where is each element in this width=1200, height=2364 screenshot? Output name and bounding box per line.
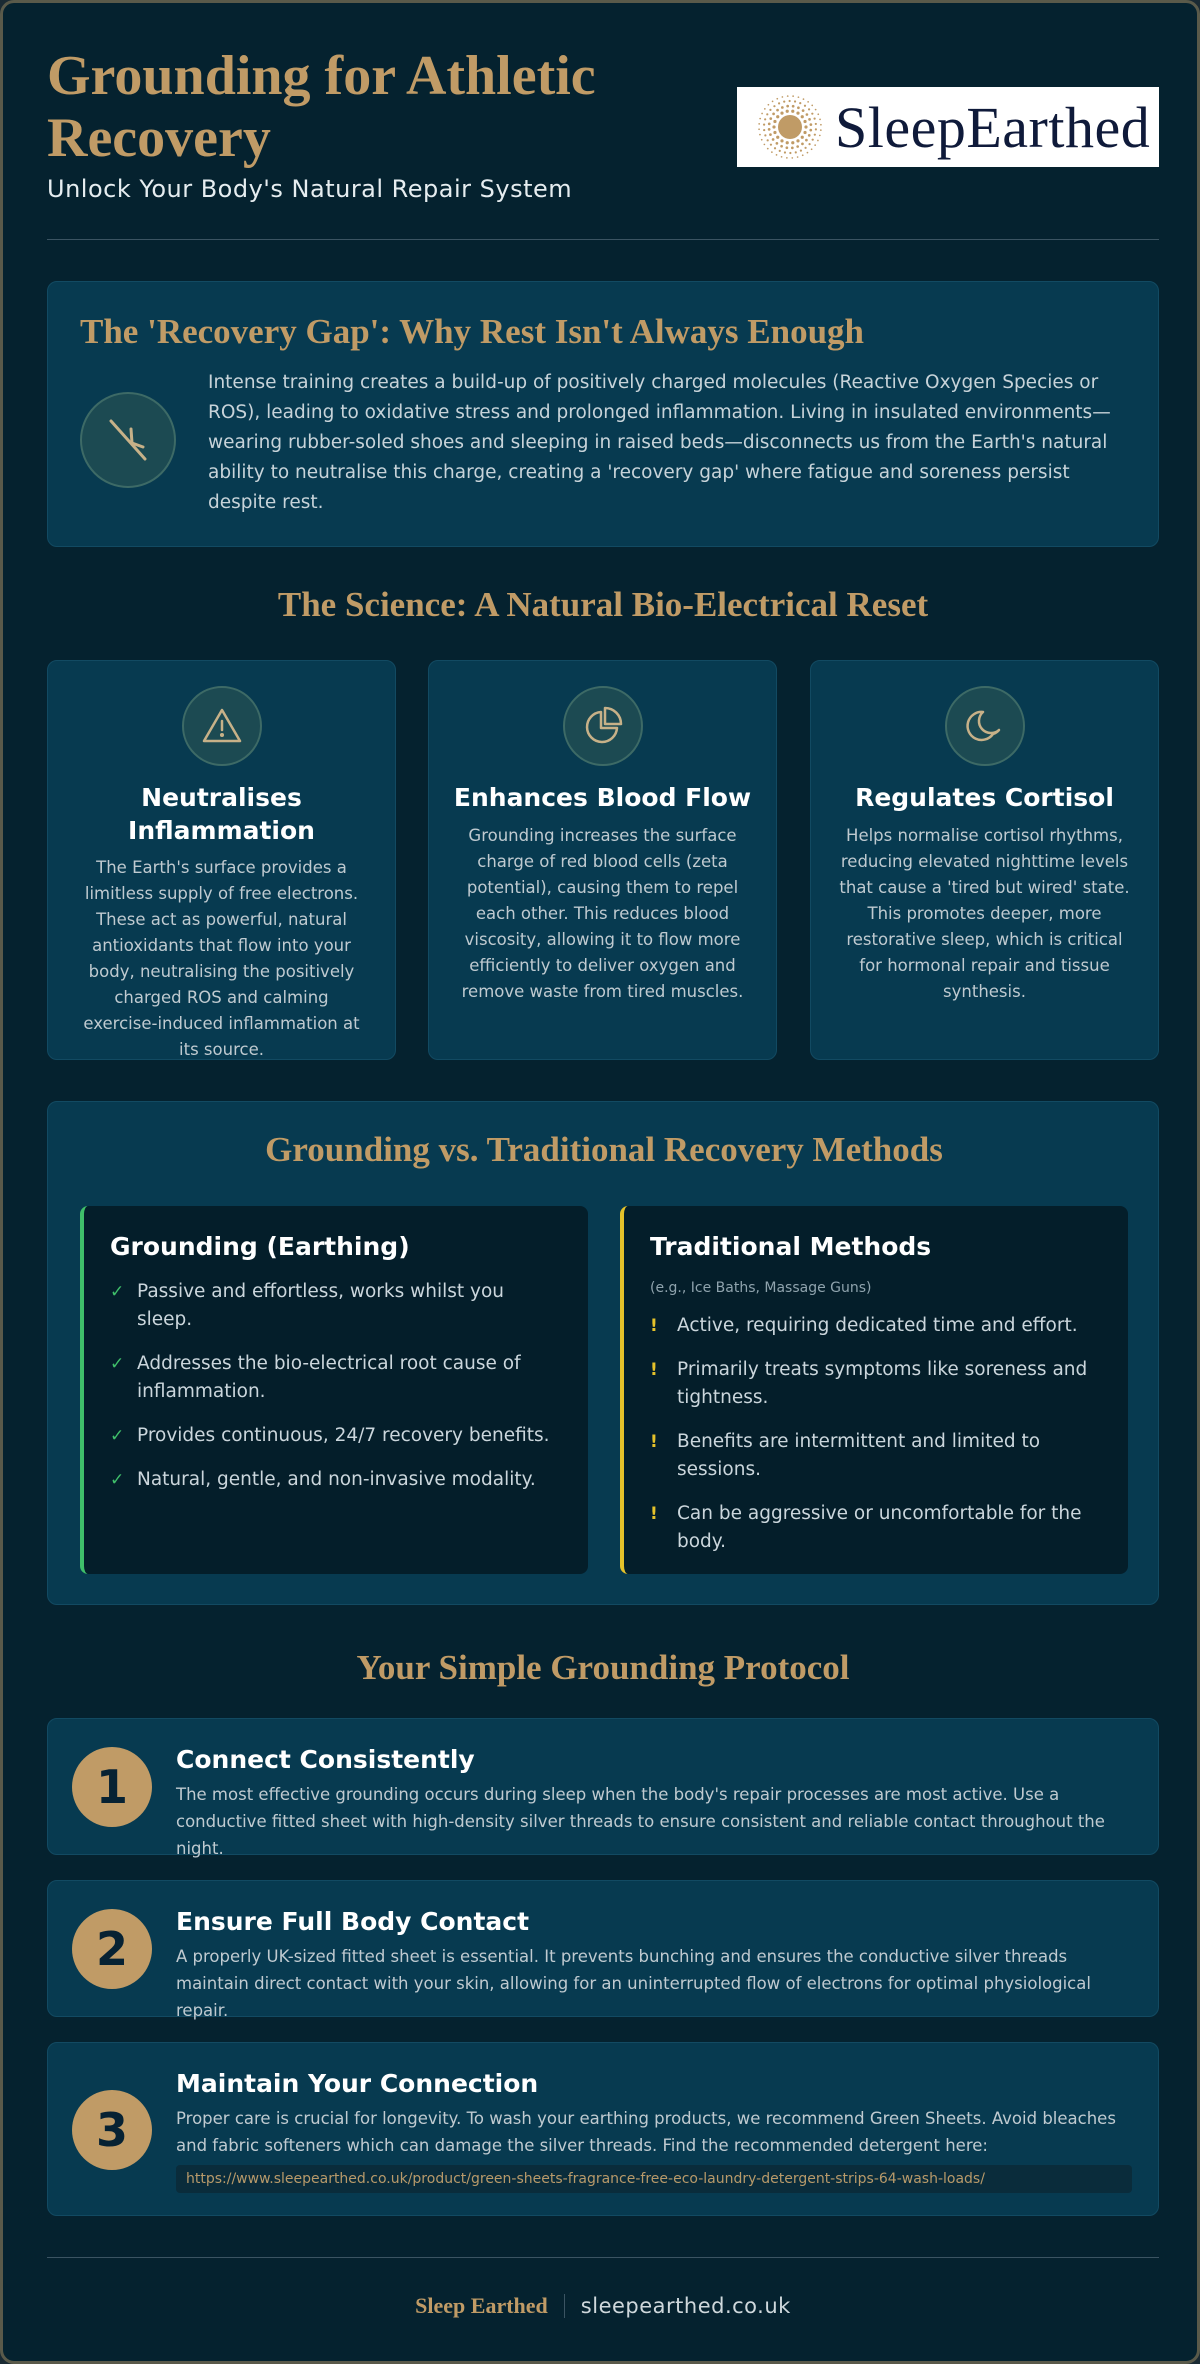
step-text: A properly UK-sized fitted sheet is esse… xyxy=(176,1947,1091,2020)
science-card-heading: Neutralises Inflammation xyxy=(128,783,315,845)
grounding-panel: Grounding (Earthing) ✓Passive and effort… xyxy=(80,1206,588,1574)
exclamation-icon: ! xyxy=(650,1316,658,1336)
science-card-text: Helps normalise cortisol rhythms, reduci… xyxy=(839,826,1130,1001)
brand-logo: SleepEarthed xyxy=(737,87,1159,167)
science-card-heading: Regulates Cortisol xyxy=(855,783,1114,812)
check-icon: ✓ xyxy=(110,1282,125,1302)
footer: Sleep Earthed sleepearthed.co.uk xyxy=(3,2291,1197,2321)
grounding-benefits-list: ✓Passive and effortless, works whilst yo… xyxy=(110,1278,562,1510)
science-title: The Science: A Natural Bio-Electrical Re… xyxy=(277,585,929,624)
traditional-panel: Traditional Methods (e.g., Ice Baths, Ma… xyxy=(620,1206,1128,1574)
protocol-step-2: 2 Ensure Full Body Contact A properly UK… xyxy=(47,1880,1159,2020)
traditional-heading: Traditional Methods xyxy=(650,1232,932,1261)
logo-wordmark: SleepEarthed xyxy=(835,94,1151,160)
warning-triangle-icon xyxy=(181,686,262,766)
recovery-gap-title: The 'Recovery Gap': Why Rest Isn't Alway… xyxy=(80,312,865,351)
list-item: ✓Provides continuous, 24/7 recovery bene… xyxy=(110,1422,562,1450)
exclamation-icon: ! xyxy=(650,1504,658,1524)
protocol-step-3: 3 Maintain Your Connection Proper care i… xyxy=(47,2042,1159,2216)
list-item: !Can be aggressive or uncomfortable for … xyxy=(650,1500,1102,1556)
lightning-strike-icon xyxy=(80,392,176,488)
science-card-heading: Enhances Blood Flow xyxy=(453,783,752,812)
science-card-inflammation: Neutralises Inflammation The Earth's sur… xyxy=(47,660,396,1060)
list-item: ✓Addresses the bio-electrical root cause… xyxy=(110,1350,562,1406)
detergent-link[interactable]: https://www.sleepearthed.co.uk/product/g… xyxy=(176,2165,1132,2193)
comparison-card: Grounding vs. Traditional Recovery Metho… xyxy=(47,1101,1159,1605)
recovery-gap-text: Intense training creates a build-up of p… xyxy=(208,372,1111,513)
protocol-step-1: 1 Connect Consistently The most effectiv… xyxy=(47,1718,1159,1858)
protocol-title: Your Simple Grounding Protocol xyxy=(356,1648,850,1687)
grounding-heading: Grounding (Earthing) xyxy=(110,1232,410,1261)
science-card-text: The Earth's surface provides a limitless… xyxy=(83,858,360,1059)
science-card-blood-flow: Enhances Blood Flow Grounding increases … xyxy=(428,660,777,1060)
step-heading: Maintain Your Connection xyxy=(176,2069,539,2098)
list-item: !Active, requiring dedicated time and ef… xyxy=(650,1312,1102,1340)
traditional-drawbacks-list: !Active, requiring dedicated time and ef… xyxy=(650,1312,1102,1572)
footer-separator xyxy=(563,2294,565,2318)
step-number-badge: 2 xyxy=(72,1909,152,1989)
list-item: ✓Natural, gentle, and non-invasive modal… xyxy=(110,1466,562,1494)
list-item: ✓Passive and effortless, works whilst yo… xyxy=(110,1278,562,1334)
footer-brand: Sleep Earthed xyxy=(415,2293,548,2318)
footer-website-link[interactable]: sleepearthed.co.uk xyxy=(580,2294,791,2318)
recovery-gap-card: The 'Recovery Gap': Why Rest Isn't Alway… xyxy=(47,281,1159,547)
check-icon: ✓ xyxy=(110,1354,125,1374)
step-number-badge: 3 xyxy=(72,2090,152,2170)
page-subtitle: Unlock Your Body's Natural Repair System xyxy=(47,175,573,203)
traditional-examples-note: (e.g., Ice Baths, Massage Guns) xyxy=(650,1280,872,1296)
header: Grounding for Athletic Recovery Unlock Y… xyxy=(47,45,1159,203)
check-icon: ✓ xyxy=(110,1470,125,1490)
divider xyxy=(47,2257,1159,2258)
exclamation-icon: ! xyxy=(650,1360,658,1380)
list-item: !Primarily treats symptoms like soreness… xyxy=(650,1356,1102,1412)
science-card-text: Grounding increases the surface charge o… xyxy=(461,826,744,1001)
moon-icon xyxy=(944,686,1025,766)
step-heading: Ensure Full Body Contact xyxy=(176,1907,530,1936)
exclamation-icon: ! xyxy=(650,1432,658,1452)
sunburst-logo-icon xyxy=(758,95,822,159)
page-title: Grounding for Athletic Recovery xyxy=(47,45,596,169)
pie-chart-icon xyxy=(562,686,643,766)
science-card-cortisol: Regulates Cortisol Helps normalise corti… xyxy=(810,660,1159,1060)
divider xyxy=(47,239,1159,240)
list-item: !Benefits are intermittent and limited t… xyxy=(650,1428,1102,1484)
step-heading: Connect Consistently xyxy=(176,1745,475,1774)
comparison-title: Grounding vs. Traditional Recovery Metho… xyxy=(265,1130,943,1169)
step-text: Proper care is crucial for longevity. To… xyxy=(176,2109,1116,2155)
step-text: The most effective grounding occurs duri… xyxy=(176,1785,1105,1858)
check-icon: ✓ xyxy=(110,1426,125,1446)
step-number-badge: 1 xyxy=(72,1747,152,1827)
